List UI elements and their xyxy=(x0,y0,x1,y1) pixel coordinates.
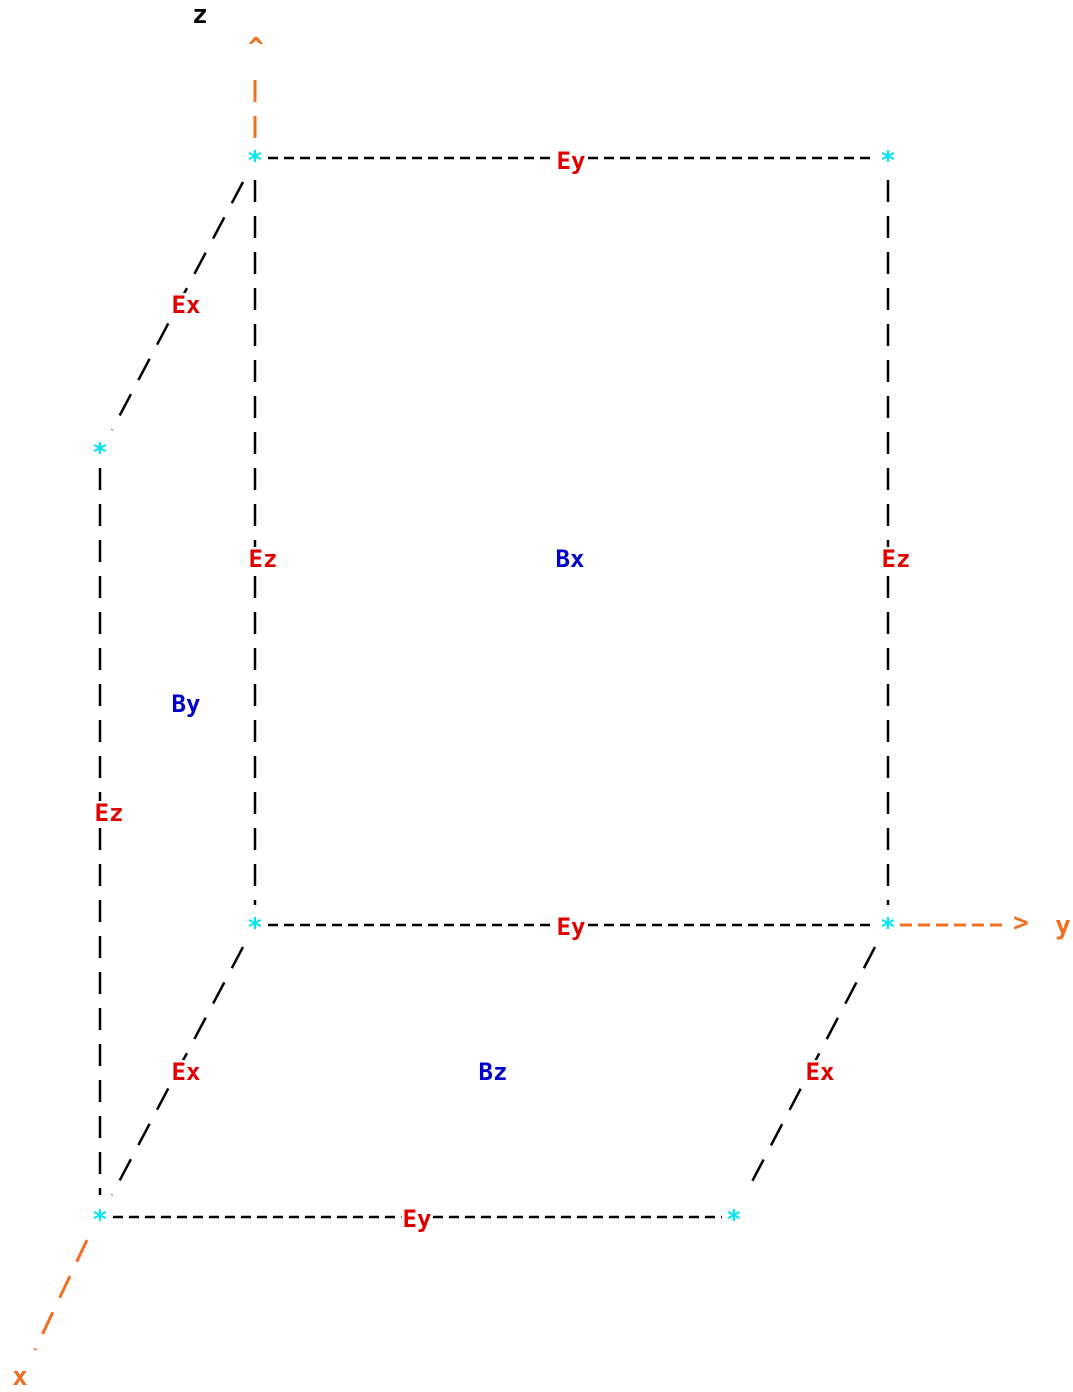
y-axis-label: y xyxy=(1055,911,1071,941)
label-ex-bottom-left: Ex xyxy=(170,1058,202,1086)
z-axis-arrowhead: ^ xyxy=(248,33,264,63)
node-back-top-left: * xyxy=(247,146,263,177)
node-front-bottom-left: * xyxy=(92,1205,108,1236)
node-back-bottom-left: * xyxy=(247,913,263,944)
y-axis-arrowhead: > xyxy=(1013,908,1029,938)
node-front-bottom-right: * xyxy=(726,1205,742,1236)
label-bz-bottom-face: Bz xyxy=(478,1058,508,1086)
x-axis-line xyxy=(33,1239,89,1351)
label-ex-bottom-right: Ex xyxy=(804,1058,836,1086)
label-bx-back-face: Bx xyxy=(555,545,585,573)
label-ez-front-left: Ez xyxy=(93,799,125,827)
label-ex-top-left: Ex xyxy=(170,291,202,319)
node-front-top-left: * xyxy=(92,438,108,469)
z-axis-label: z xyxy=(192,0,208,30)
label-by-left-face: By xyxy=(171,690,201,718)
label-ey-front-bottom: Ey xyxy=(401,1205,433,1233)
node-back-top-right: * xyxy=(880,146,896,177)
node-back-bottom-right: * xyxy=(880,913,896,944)
label-ez-back-right: Ez xyxy=(880,545,912,573)
label-ey-back-bottom: Ey xyxy=(555,913,587,941)
label-ey-back-top: Ey xyxy=(555,147,587,175)
x-axis-label: x xyxy=(12,1362,28,1392)
label-ez-back-left: Ez xyxy=(247,545,279,573)
